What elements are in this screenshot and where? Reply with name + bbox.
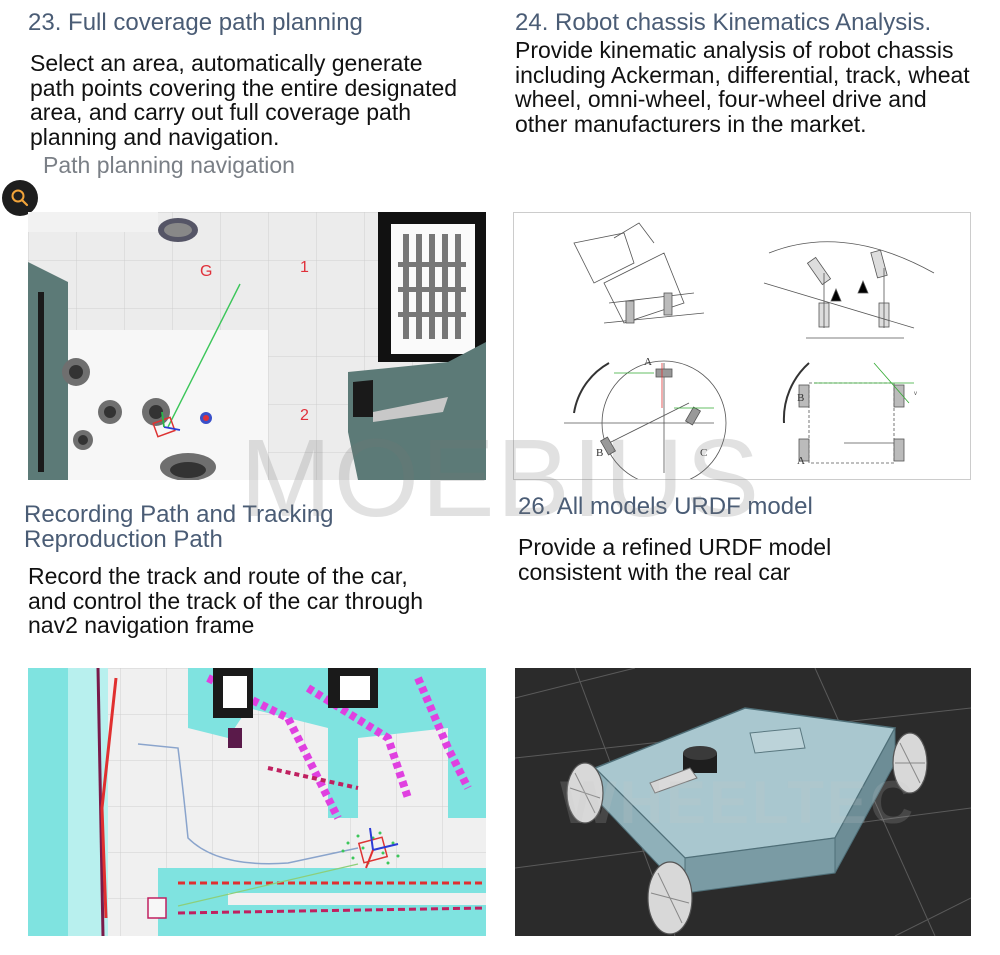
section24-line: including Ackerman, differential, track,…: [515, 61, 970, 88]
section26-title: 26. All models URDF model: [518, 493, 813, 520]
section23-line: planning and navigation.: [30, 123, 280, 150]
section26-line: Provide a refined URDF model: [518, 534, 832, 560]
section23-caption: Path planning navigation: [43, 152, 295, 178]
section25-description: Record the track and route of the car, a…: [28, 564, 423, 638]
coverage-map: G 1 2: [28, 212, 486, 480]
section25-line: and control the track of the car through: [28, 587, 424, 614]
section25-title-line: Recording Path and Tracking: [24, 501, 334, 528]
section25-title: Recording Path and Tracking Reproduction…: [24, 501, 334, 553]
search-icon: [11, 189, 29, 207]
urdf-watermark: WHEELTEC: [560, 769, 917, 836]
section24-line: other manufacturers in the market.: [515, 110, 867, 137]
svg-text:v: v: [914, 391, 917, 397]
section23-title: 23. Full coverage path planning: [28, 9, 363, 36]
section23-line: area, and carry out full coverage path: [30, 99, 412, 125]
section23-description: Select an area, automatically generate p…: [30, 51, 457, 149]
diagram-label-b: B: [596, 447, 603, 459]
section26-line: consistent with the real car: [518, 558, 791, 585]
section26-description: Provide a refined URDF model consistent …: [518, 535, 831, 584]
diagram-label-b2: B: [797, 392, 804, 404]
map-label-1: 1: [300, 259, 309, 276]
zoom-button[interactable]: [2, 180, 38, 216]
center-watermark: MOEBIUS: [240, 417, 762, 540]
section24-description: Provide kinematic analysis of robot chas…: [515, 38, 970, 136]
diagram-label-a2: A: [797, 455, 805, 467]
section25-title-line: Reproduction Path: [24, 525, 223, 553]
coverage-map-canvas: G 1 2: [28, 212, 486, 480]
urdf-canvas: [515, 668, 971, 936]
section25-line: nav2 navigation frame: [28, 612, 255, 638]
ackerman-diagram-right: [763, 241, 935, 339]
diagram-label-c: C: [700, 447, 707, 459]
section24-line: wheel, omni-wheel, four-wheel drive and: [515, 86, 927, 112]
omni-wheel-diagram: [564, 360, 727, 479]
map-label-goal: G: [200, 263, 212, 280]
section25-line: Record the track and route of the car,: [28, 563, 408, 589]
mecanum-diagram: v: [782, 362, 917, 464]
path-recording-canvas: [28, 668, 486, 936]
diagram-label-a: A: [644, 356, 652, 368]
ackerman-diagram-left: [573, 222, 705, 324]
path-recording-map: [28, 668, 486, 936]
section24-line: Provide kinematic analysis of robot chas…: [515, 37, 954, 63]
kinematics-canvas: v A B C B A: [564, 222, 935, 479]
section24-title: 24. Robot chassis Kinematics Analysis.: [515, 9, 932, 36]
kinematics-diagrams: v A B C B A: [513, 212, 971, 480]
urdf-model-view: WHEELTEC: [515, 668, 971, 936]
map-label-2: 2: [300, 407, 309, 424]
section23-line: Select an area, automatically generate: [30, 50, 423, 76]
section23-line: path points covering the entire designat…: [30, 74, 458, 101]
